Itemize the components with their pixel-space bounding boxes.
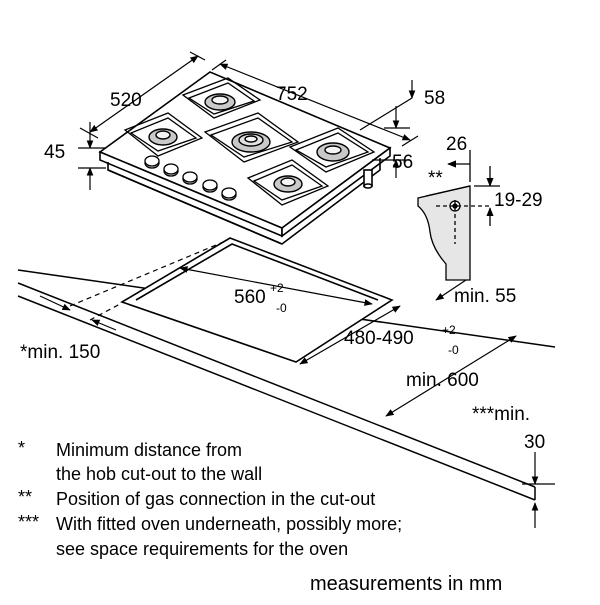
label-cutout-width-tol-plus: +2 bbox=[270, 281, 284, 295]
label-gas-marker: ** bbox=[428, 168, 443, 189]
label-rear-offset: 58 bbox=[424, 88, 445, 109]
label-min-oven: ***min. bbox=[472, 404, 530, 425]
note-3-marker: *** bbox=[18, 512, 39, 532]
label-cutout-depth-tol-plus: +2 bbox=[442, 323, 456, 337]
label-min-wall: *min. 150 bbox=[20, 342, 100, 363]
note-2-marker: ** bbox=[18, 487, 32, 507]
control-knobs bbox=[144, 155, 237, 201]
cutout-dimension-lines bbox=[39, 239, 555, 528]
footer-units: measurements in mm bbox=[310, 573, 502, 595]
label-hob-depth: 520 bbox=[110, 90, 142, 111]
label-cutout-depth: 480-490 bbox=[344, 328, 414, 349]
label-min-rear: min. 55 bbox=[454, 286, 516, 307]
label-cutout-width-tol-minus: -0 bbox=[276, 301, 287, 315]
label-cutout-depth-tol-minus: -0 bbox=[448, 343, 459, 357]
burner-front-left bbox=[148, 128, 178, 146]
label-gas-offset: 26 bbox=[446, 134, 467, 155]
dimension-labels: 520 752 58 45 56 26 ** 19-29 560 +2 -0 4… bbox=[20, 84, 545, 453]
note-2-line-1: Position of gas connection in the cut-ou… bbox=[56, 489, 375, 509]
label-cutout-width: 560 bbox=[234, 287, 266, 308]
note-1-line-1: Minimum distance from bbox=[56, 440, 242, 460]
gas-connection-detail bbox=[417, 150, 500, 281]
label-min-worktop: min. 600 bbox=[406, 370, 479, 391]
label-hob-height: 45 bbox=[44, 142, 65, 163]
note-3-line-1: With fitted oven underneath, possibly mo… bbox=[56, 514, 402, 534]
hob-dimension-lines bbox=[78, 51, 419, 190]
label-min-oven-value: 30 bbox=[524, 432, 545, 453]
note-1-line-2: the hob cut-out to the wall bbox=[56, 464, 262, 484]
burner-wok-center bbox=[231, 131, 271, 153]
note-1-marker: * bbox=[18, 438, 25, 458]
burner-front-right bbox=[273, 175, 303, 193]
label-front-offset: 56 bbox=[392, 152, 413, 173]
label-hob-width: 752 bbox=[276, 84, 308, 105]
label-gas-depth-range: 19-29 bbox=[494, 190, 543, 211]
notes: * Minimum distance from the hob cut-out … bbox=[18, 438, 402, 559]
hob-drawing bbox=[98, 71, 392, 245]
burner-rear-right bbox=[316, 142, 350, 162]
note-3-line-2: see space requirements for the oven bbox=[56, 539, 348, 559]
burner-rear-left bbox=[204, 93, 236, 111]
